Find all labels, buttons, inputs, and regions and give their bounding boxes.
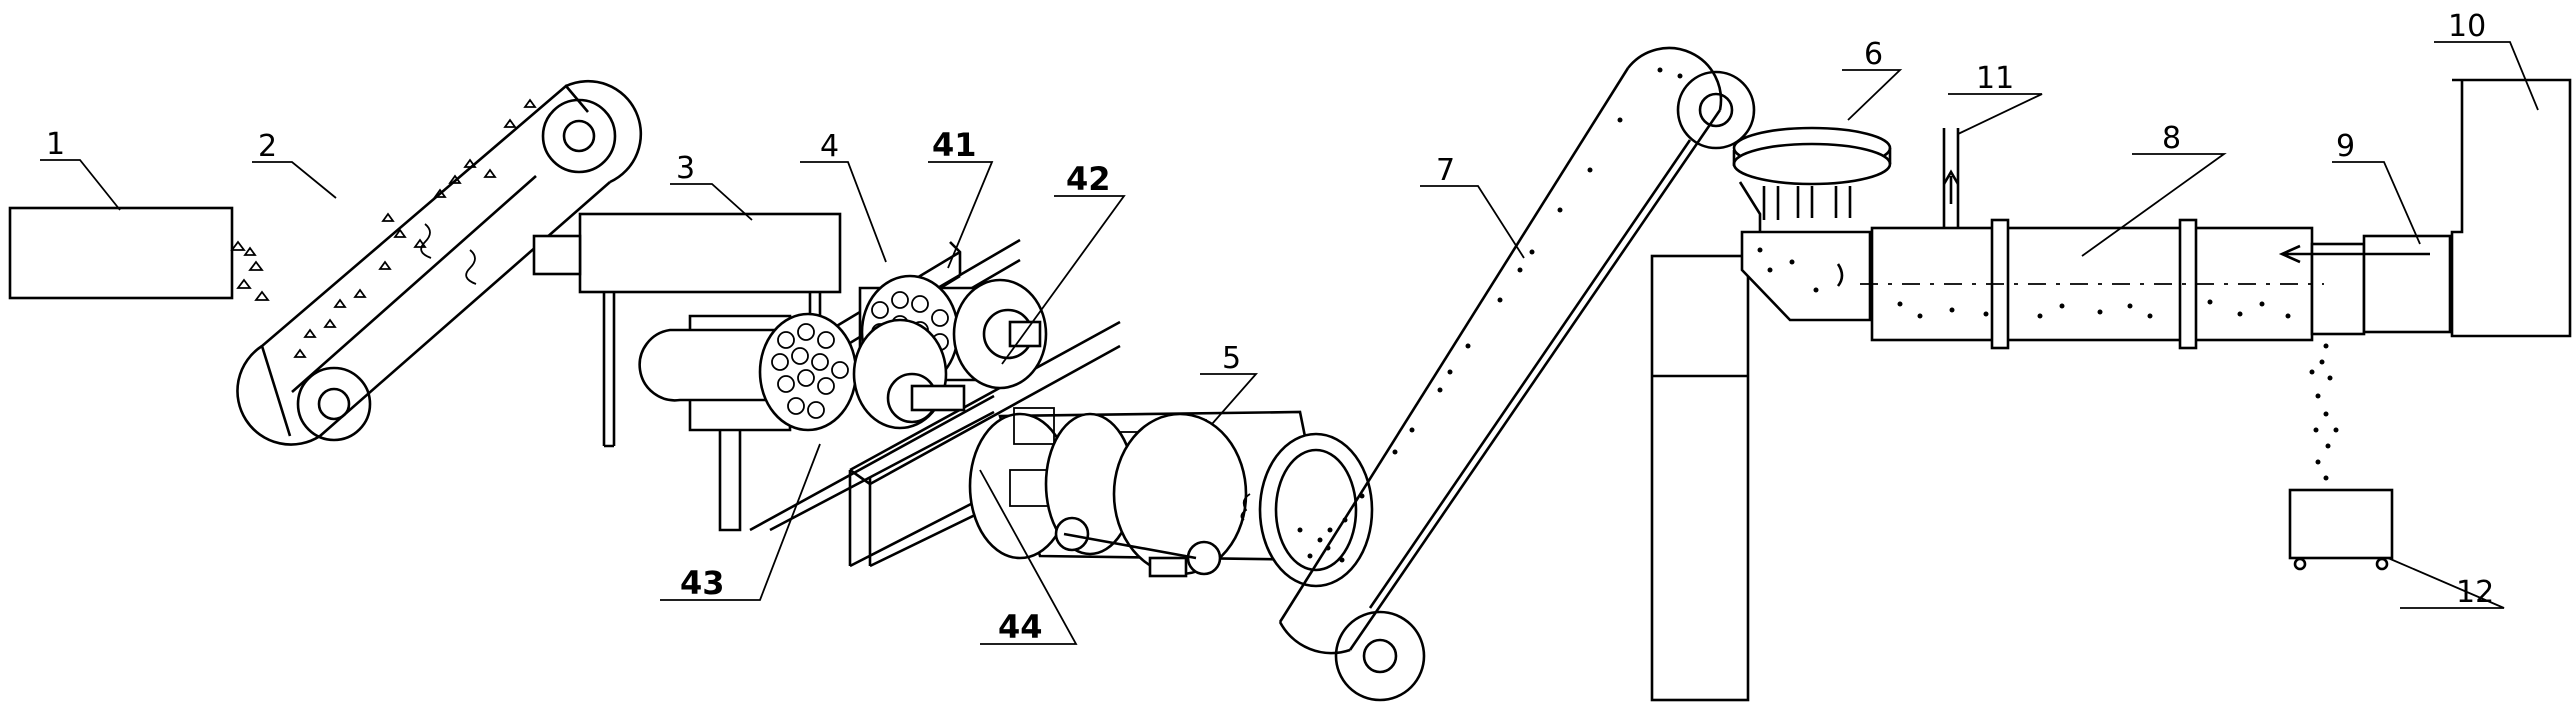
crusher xyxy=(532,212,842,448)
label-10: 10 xyxy=(2448,9,2486,44)
label-44: 44 xyxy=(998,608,1043,646)
elevator-particles xyxy=(1297,67,1683,563)
exhaust-pipe xyxy=(1942,128,1960,232)
hot-air-duct xyxy=(2278,234,2452,334)
label-5: 5 xyxy=(1222,341,1241,376)
label-8: 8 xyxy=(2162,121,2181,156)
label-9: 9 xyxy=(2336,129,2355,164)
label-2: 2 xyxy=(258,129,277,164)
leader-lines xyxy=(40,41,2539,645)
label-43: 43 xyxy=(680,564,725,602)
inclined-conveyor xyxy=(236,79,643,446)
support-tower xyxy=(1650,254,1750,702)
conveyor-particles xyxy=(293,98,537,358)
discharge-stream xyxy=(2309,343,2339,497)
kiln-particles xyxy=(1757,247,2291,319)
label-42: 42 xyxy=(1066,160,1111,198)
drum-screen xyxy=(968,407,1374,588)
label-7: 7 xyxy=(1436,153,1455,188)
part-labels: 1 2 3 4 41 42 43 44 5 6 7 8 9 10 11 12 xyxy=(46,9,2494,646)
label-12: 12 xyxy=(2456,575,2494,610)
falling-particles xyxy=(230,240,270,301)
label-4: 4 xyxy=(820,129,839,164)
burner xyxy=(2450,78,2572,338)
label-41: 41 xyxy=(932,126,977,164)
screen-rollers xyxy=(638,274,1048,432)
label-11: 11 xyxy=(1976,61,2014,96)
collection-box xyxy=(2288,488,2394,571)
label-3: 3 xyxy=(676,151,695,186)
rotary-kiln xyxy=(1740,218,2366,497)
bucket-elevator xyxy=(1278,46,1756,702)
feed-bin xyxy=(8,206,270,301)
distributor xyxy=(1732,126,1892,238)
label-6: 6 xyxy=(1864,37,1883,72)
label-1: 1 xyxy=(46,127,65,162)
